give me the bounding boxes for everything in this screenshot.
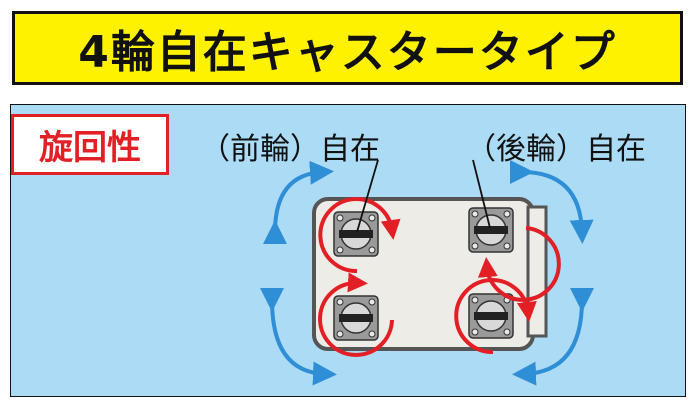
page-title: 4輪自在キャスタータイプ xyxy=(78,27,617,78)
direction-arrow-icon xyxy=(262,160,334,245)
turning-badge: 旋回性 xyxy=(11,114,169,175)
front-right-caster-icon xyxy=(333,295,379,341)
front-left-caster-icon xyxy=(333,211,379,257)
badge-label: 旋回性 xyxy=(39,128,141,168)
direction-arrow-icon xyxy=(259,287,337,386)
direction-arrow-icon xyxy=(512,287,595,386)
title-bar: 4輪自在キャスタータイプ xyxy=(12,11,683,85)
front-label-leader xyxy=(356,159,379,233)
direction-arrow-icon xyxy=(509,159,594,244)
rear-right-caster-icon xyxy=(468,293,514,339)
cart-handle xyxy=(526,205,548,338)
rear-left-caster-icon xyxy=(468,207,514,253)
rear-label-leader xyxy=(472,159,491,229)
